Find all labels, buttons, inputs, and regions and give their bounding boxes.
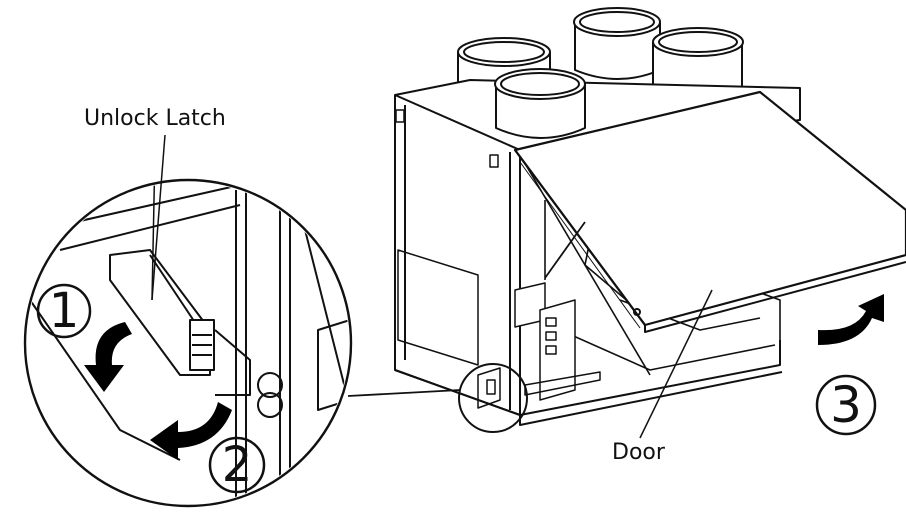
step1-circle (36, 283, 92, 339)
step1-number: 1 (48, 283, 80, 339)
step3-number: 3 (830, 376, 862, 434)
door-panel[interactable] (513, 90, 906, 333)
magnifier-leader-line (347, 389, 461, 397)
duct-collar-front (494, 68, 586, 139)
door-label: Door (612, 440, 665, 465)
rotate-arrow-step1 (84, 322, 132, 392)
duct-collar-back-center (573, 7, 661, 80)
unlock-latch-label: Unlock Latch (84, 106, 226, 131)
door-strut (544, 221, 586, 279)
door-leader-line (639, 289, 713, 439)
latch-small (477, 367, 501, 409)
latch-leader-line (151, 134, 166, 301)
rotate-arrow-step3 (818, 294, 884, 345)
rotate-arrow-step2 (150, 402, 232, 460)
step2-circle (208, 436, 266, 494)
magnified-latch-detail (29, 182, 349, 504)
electrical-box (514, 282, 601, 401)
step3-circle (815, 374, 877, 436)
step2-number: 2 (221, 437, 253, 493)
latch-callout-circle (458, 363, 528, 433)
